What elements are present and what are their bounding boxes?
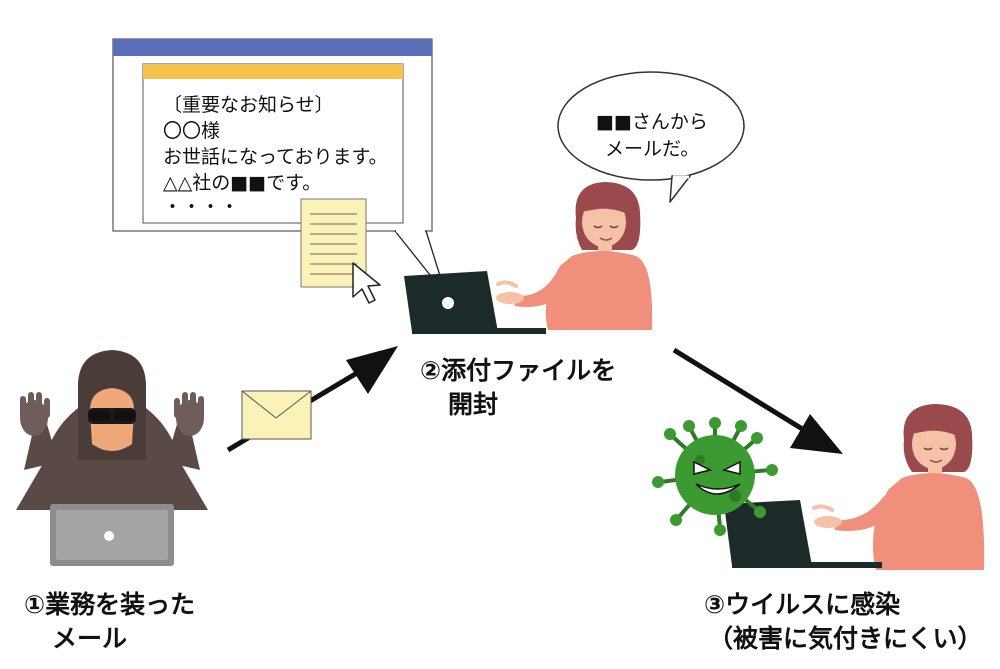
mail-ellipsis: ・・・・: [163, 196, 240, 218]
bubble-line2: メールだ。: [605, 138, 700, 160]
window-inner-bar: [143, 64, 403, 79]
hacker: [16, 350, 208, 566]
step1-line2: メール: [52, 623, 128, 653]
mail-sender: △△社の■■です。: [163, 172, 322, 194]
bubble-line1: ■■さんから: [596, 111, 708, 133]
arrow-to-infection: [672, 347, 843, 454]
mail-greeting: お世話になっております。: [163, 146, 388, 168]
laptop-1: [404, 271, 546, 334]
step2-label: ②添付ファイルを 開封: [420, 354, 616, 422]
virus-icon: [652, 417, 778, 536]
laptop-2: [724, 500, 882, 568]
woman-infected: [812, 404, 985, 570]
speech-bubble: [557, 71, 745, 203]
woman-opening-mail: [496, 182, 653, 330]
email-window: [112, 38, 447, 296]
mail-subject: 〔重要なお知らせ〕: [163, 94, 334, 116]
cursor-icon: [352, 262, 381, 304]
window-titlebar: [113, 39, 432, 56]
mail-addressee: 〇〇様: [163, 120, 221, 142]
step3-line1: ③ウイルスに感染: [704, 590, 901, 619]
step3-label: ③ウイルスに感染 （被害に気付きにくい）: [704, 588, 983, 656]
step1-line1: ①業務を装った: [24, 590, 196, 619]
step2-line1: ②添付ファイルを: [420, 356, 617, 385]
envelope-icon: [241, 390, 312, 440]
step3-line2: （被害に気付きにくい）: [708, 623, 983, 653]
step2-line2: 開封: [448, 389, 499, 419]
step1-label: ①業務を装った メール: [24, 588, 195, 656]
